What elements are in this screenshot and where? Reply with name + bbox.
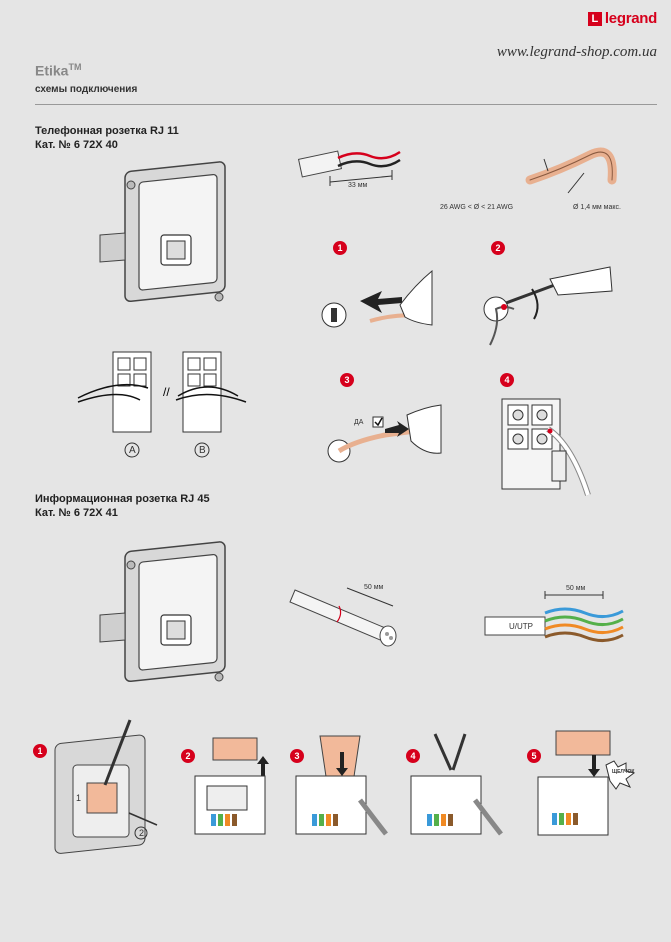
rj11-title: Телефонная розетка RJ 11 bbox=[35, 125, 179, 137]
rj11-catalog: Кат. № 6 72X 40 bbox=[35, 139, 118, 151]
website-url: www.legrand-shop.com.ua bbox=[496, 44, 657, 60]
click-label: ЩЕЛЧОК bbox=[612, 769, 635, 775]
rj11-wiring-schematic: // bbox=[77, 351, 247, 458]
rj45-strip-length-2: 50 мм bbox=[566, 585, 586, 592]
series-name: Etika bbox=[35, 62, 69, 79]
twisted-pair-cable bbox=[297, 150, 401, 186]
rj11-step-2-illustration bbox=[483, 266, 613, 346]
header-divider bbox=[35, 104, 657, 105]
rj11-step-4-badge: 4 bbox=[500, 373, 514, 387]
rj45-title: Информационная розетка RJ 45 bbox=[35, 493, 210, 505]
option-b-label: B bbox=[199, 445, 206, 456]
rj45-step-4-badge: 4 bbox=[406, 749, 420, 763]
rj45-strip-length-1: 50 мм bbox=[364, 584, 384, 591]
rj11-step-4-illustration bbox=[501, 398, 591, 496]
cable-type-label: U/UTP bbox=[509, 622, 533, 631]
rj45-step-5-illustration bbox=[537, 730, 636, 836]
wire-diameter-diagram bbox=[525, 147, 617, 194]
brand-logo: L legrand bbox=[587, 10, 657, 27]
page-subtitle: схемы подключения bbox=[35, 84, 138, 95]
rj45-step-4-illustration bbox=[410, 733, 503, 836]
awg-range-label: 26 AWG < Ø < 21 AWG bbox=[440, 204, 514, 211]
strip-length-label: 33 мм bbox=[348, 182, 368, 189]
rj45-step-3-badge: 3 bbox=[290, 749, 304, 763]
rj11-step-3-illustration bbox=[327, 404, 442, 463]
rj45-step-1-badge: 1 bbox=[33, 744, 47, 758]
rj45-step-3-illustration bbox=[295, 735, 388, 836]
max-diameter-label: Ø 1,4 мм макс. bbox=[573, 204, 621, 211]
rj45-step-5-badge: 5 bbox=[527, 749, 541, 763]
series-title: EtikaTM bbox=[35, 62, 81, 79]
rj11-socket-illustration bbox=[99, 161, 226, 303]
option-a-label: A bbox=[129, 445, 136, 456]
rj45-socket-illustration bbox=[99, 541, 226, 683]
rj45-catalog: Кат. № 6 72X 41 bbox=[35, 507, 118, 519]
rj45-install-step-1: 1 bbox=[76, 793, 82, 803]
rj11-step-3-badge: 3 bbox=[340, 373, 354, 387]
brand-name: legrand bbox=[604, 10, 657, 27]
rj45-step-2-badge: 2 bbox=[181, 749, 195, 763]
rj45-step-2-illustration bbox=[194, 737, 269, 835]
rj45-step-1-illustration bbox=[54, 719, 158, 854]
svg-text://: // bbox=[163, 385, 170, 399]
utp-cable-pairs bbox=[484, 591, 624, 642]
rj11-step-1-badge: 1 bbox=[333, 241, 347, 255]
rj45-install-step-2: 2 bbox=[139, 828, 145, 838]
trademark: TM bbox=[68, 62, 82, 72]
rj45-cable-sheath bbox=[289, 587, 397, 647]
yes-label: ДА bbox=[354, 419, 364, 426]
rj11-step-2-badge: 2 bbox=[491, 241, 505, 255]
rj11-step-1-illustration bbox=[321, 269, 433, 328]
legrand-logo-icon: L bbox=[587, 11, 602, 26]
